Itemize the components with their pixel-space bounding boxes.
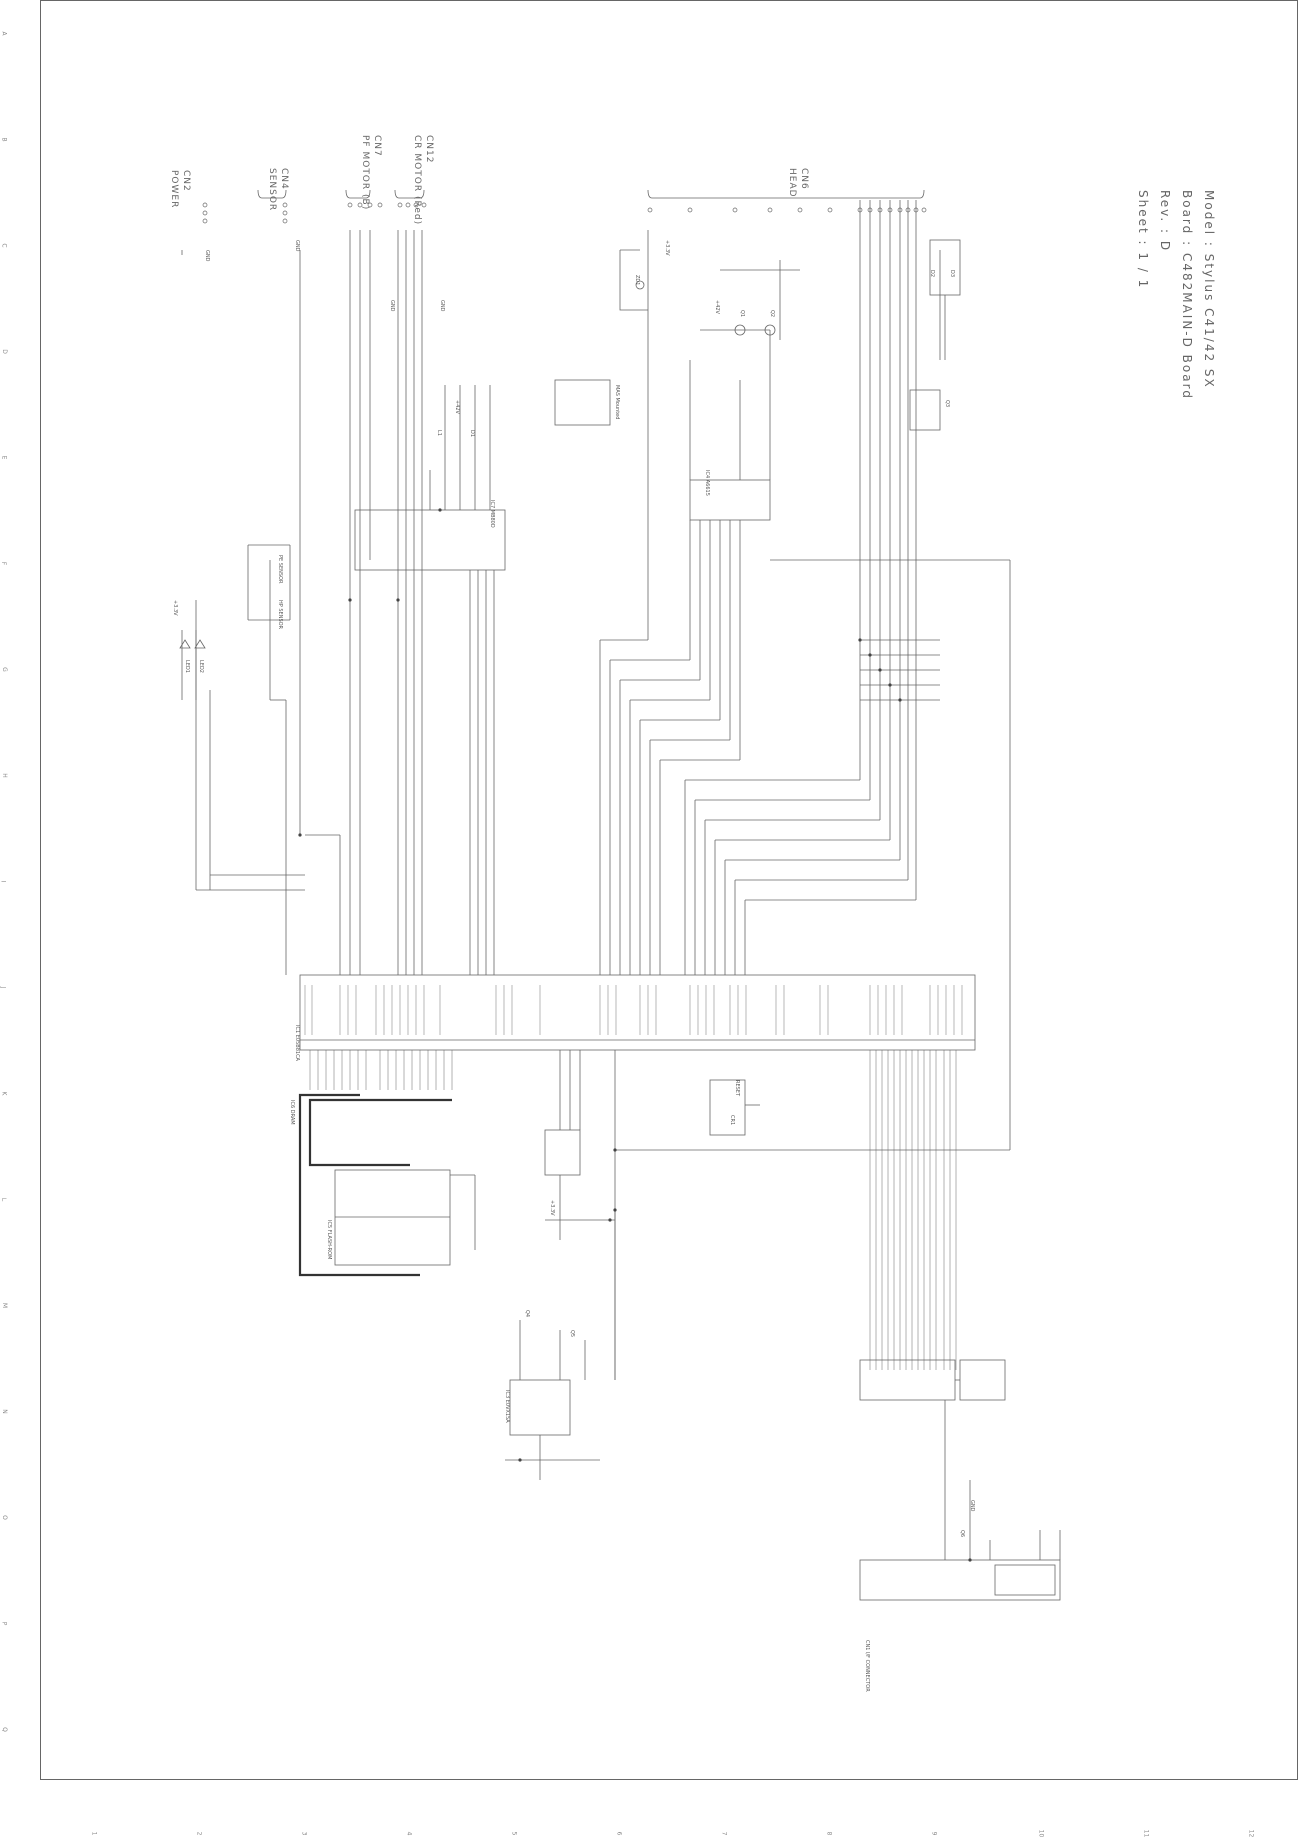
ruler-left-mark: N [0,1409,8,1414]
ic6-label: IC6 DRAM [289,1100,295,1125]
mas-mounted-label: MAS Mounted [614,385,620,420]
cn4-bracket [257,189,287,199]
gnd-label-1: GND [204,250,210,262]
cn12-bracket [394,189,425,199]
title-block: Model : Stylus C41/42 SX Board : C482MAI… [1132,190,1220,400]
l1-label: L1 [436,430,442,436]
ruler-left-mark: H [0,773,8,778]
ruler-bottom-mark: 10 [1037,1829,1045,1838]
connector-cn7-label: CN7 PF MOTOR (B) [360,135,382,211]
ruler-left-mark: K [0,1091,8,1096]
pe-sensor-label: PE SENSOR [277,555,283,584]
gnd-label-2: GND [294,240,300,252]
d3-label: D3 [949,270,955,278]
power-label-5: +3.3V [549,1200,555,1216]
ruler-bottom-mark: 11 [1142,1829,1150,1838]
power-label-4: +42V [714,300,720,314]
ruler-left-mark: B [0,137,8,142]
ruler-left-mark: F [0,561,8,566]
title-rev: Rev. : D [1158,190,1172,253]
ic7-label: IC7 MB80D [489,500,495,528]
q6-label: Q6 [959,1530,965,1538]
cn1-label: CN1 I/F CONNECTOR [864,1640,870,1692]
ruler-bottom-mark: 2 [195,1831,203,1836]
cn6-bracket [647,189,925,199]
ruler-left-mark: E [0,455,8,460]
connector-cn2-label: CN2 POWER [169,170,191,209]
title-board: Board : C482MAIN-D Board [1180,190,1194,400]
ruler-bottom-mark: 1 [90,1831,98,1836]
ruler-bottom-mark: 7 [720,1831,728,1836]
power-label-1: +3.3V [172,600,178,616]
ruler-left-mark: D [0,349,8,354]
ic1-label: IC1 E05B81CA [294,1025,300,1061]
ruler-left-mark: I [0,880,7,883]
ruler-left-mark: L [0,1197,8,1202]
ruler-bottom-mark: 12 [1247,1829,1255,1838]
connector-cn12-label: CN12 CR MOTOR (Red) [412,135,434,226]
ruler-left-mark: J [0,986,7,989]
q2-label: Q2 [769,310,775,318]
ruler-left-mark: M [1,1302,9,1309]
ruler-left-mark: Q [0,1727,8,1732]
ruler-bottom-mark: 5 [510,1831,518,1836]
q3-label: Q3 [944,400,950,408]
q5-label: Q5 [569,1330,575,1338]
ic3-label: IC3 E0VX15A [504,1390,510,1423]
zd1-label: ZD1 [634,275,640,286]
cr1-label: CR1 [729,1115,735,1126]
hp-sensor-label: HP SENSOR [277,600,283,630]
ruler-bottom-mark: 6 [615,1831,623,1836]
gnd-label-5: GND [969,1500,975,1512]
dram-body [334,1169,451,1266]
ruler-left-mark: O [0,1515,8,1520]
ruler-bottom-mark: 4 [405,1831,413,1836]
ruler-left-mark: P [0,1621,8,1626]
sheet-border [40,0,1298,1780]
power-label-2: +42V [454,400,460,414]
d2-label: D2 [929,270,935,278]
ruler-left-mark: A [0,31,8,36]
led2-label: LED2 [198,660,204,673]
ic4-label: IC4 A6615 [704,470,710,496]
ruler-bottom-mark: 8 [825,1831,833,1836]
q1-label: Q1 [739,310,745,318]
ruler-bottom-mark: 9 [930,1831,938,1836]
ruler-bottom-mark: 3 [300,1831,308,1836]
led1-label: LED1 [184,660,190,673]
title-model: Model : Stylus C41/42 SX [1202,190,1216,389]
connector-cn6-label: CN6 HEAD [787,168,809,198]
d1-label: D1 [469,430,475,438]
reset-label: RESET [734,1080,740,1097]
power-label-3: +3.3V [664,240,670,256]
gnd-label-4: GND [439,300,445,312]
ic5-label: IC5 FLASH-ROM [326,1220,332,1260]
title-sheet: Sheet : 1 / 1 [1136,190,1150,290]
ruler-left-mark: G [0,667,8,672]
q4-label: Q4 [524,1310,530,1318]
ic1-body [299,974,976,1051]
gnd-label-3: GND [389,300,395,312]
ruler-left-mark: C [0,243,8,248]
connector-cn4-label: CN4 SENSOR [267,168,289,212]
cn7-bracket [345,189,371,199]
